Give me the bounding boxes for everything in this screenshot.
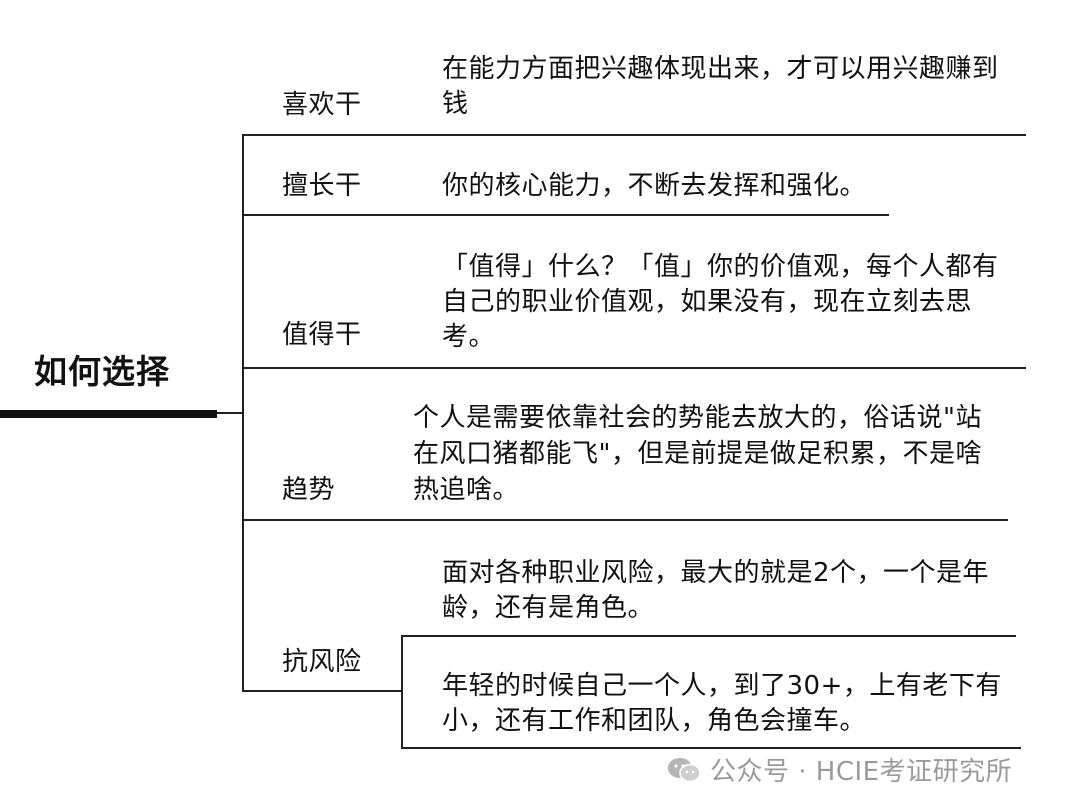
branch-text-trend-line2: 在风口猪都能飞"，但是前提是做足积累，不是啥 — [413, 439, 982, 469]
risk-sub1-line1: 面对各种职业风险，最大的就是2个，一个是年 — [442, 558, 990, 588]
branch-label-worth: 值得干 — [282, 320, 362, 350]
risk-sub2-line2: 小，还有工作和团队，角色会撞车。 — [442, 706, 867, 736]
branch-label-trend: 趋势 — [282, 475, 336, 505]
branch-text-likes-line2: 钱 — [442, 89, 469, 119]
branch-label-likes: 喜欢干 — [282, 90, 362, 120]
branch-text-worth-line2: 自己的职业价值观，如果没有，现在立刻去思 — [442, 287, 973, 317]
branch-text-good-at-line1: 你的核心能力，不断去发挥和强化。 — [442, 171, 867, 201]
branch-underline-worth — [242, 367, 1026, 369]
branch-label-good-at: 擅长干 — [282, 171, 362, 201]
risk-sub1-line2: 龄，还有是角色。 — [442, 593, 655, 623]
risk-sub2-line1: 年轻的时候自己一个人，到了30+，上有老下有 — [442, 671, 1002, 701]
branch-text-trend-line3: 热追啥。 — [413, 475, 520, 505]
risk-sub2-underline — [401, 747, 1021, 749]
root-connector — [217, 412, 243, 414]
branch-text-worth-line3: 考。 — [442, 322, 496, 352]
branch-underline-likes — [242, 134, 1026, 136]
wechat-icon — [666, 755, 702, 785]
watermark: 公众号 · HCIE考证研究所 — [666, 751, 1012, 788]
branch-label-risk: 抗风险 — [282, 647, 362, 677]
branch-text-trend-line1: 个人是需要依靠社会的势能去放大的，俗话说"站 — [413, 403, 982, 433]
risk-sub-bracket — [401, 635, 403, 749]
root-underline — [0, 410, 217, 418]
trunk-line — [242, 134, 244, 692]
branch-underline-risk — [242, 690, 402, 692]
branch-text-worth-line1: 「值得」什么？「值」你的价值观，每个人都有 — [442, 252, 999, 282]
root-topic: 如何选择 — [34, 352, 170, 391]
branch-underline-good-at — [242, 214, 889, 216]
branch-text-likes-line1: 在能力方面把兴趣体现出来，才可以用兴趣赚到 — [442, 54, 999, 84]
watermark-text: 公众号 · HCIE考证研究所 — [710, 757, 1013, 787]
risk-sub1-underline — [401, 635, 1016, 637]
branch-underline-trend — [242, 519, 1008, 521]
